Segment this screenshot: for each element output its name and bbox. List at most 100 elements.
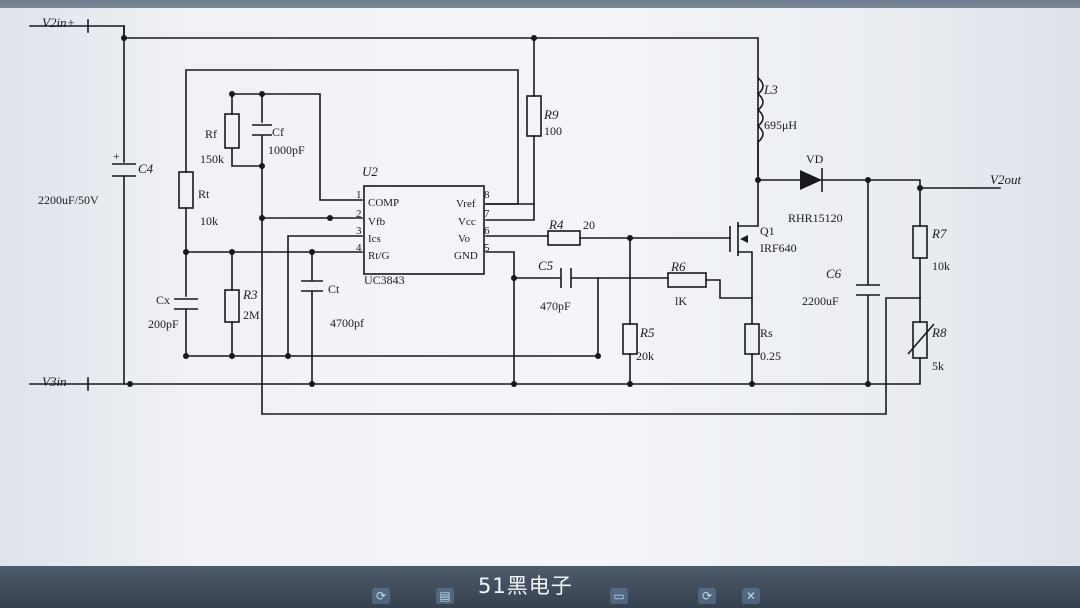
wire [231,147,263,167]
port-vin-pos-label: V2in+ [42,15,75,30]
ic-pin-num-3: 3 [356,225,362,237]
ct-value: 4700pf [330,316,364,330]
l3-inductor [756,77,764,143]
ic-pin-rtg: Rt/G [368,250,389,262]
rf-value: 150k [200,152,224,166]
r3-resistor [224,289,240,323]
vd-diode [800,170,822,190]
junction-dot [229,249,235,255]
r5-value: 20k [636,349,654,363]
r9-value: 100 [544,124,562,138]
wire [737,77,759,227]
wire [485,203,535,221]
taskbar: ⟳ ▤ ▭ ⟳ ✕ [0,566,1080,608]
refresh-icon[interactable]: ⟳ [698,588,716,604]
ic-pin-num-2: 2 [356,208,362,220]
rt-ref: Rt [198,187,210,201]
ic-pin-num-4: 4 [356,242,362,254]
junction-dot [183,249,189,255]
wire [485,135,535,205]
r5-resistor [622,323,638,355]
uc3843-chip [363,185,485,275]
rs-resistor [744,323,760,355]
junction-dot [127,381,133,387]
junction-dot [627,381,633,387]
rt-resistor [178,171,194,209]
cx-ref: Cx [156,293,170,307]
c6-capacitor [856,284,880,296]
ic-pin-num-5: 5 [484,242,490,254]
schematic-screen: + V2in+ V3in V2out U2 UC3843 COMP Vfb Ic… [0,8,1080,568]
junction-dot [865,177,871,183]
ic-pin-vo: Vo [458,233,471,245]
junction-dot [121,35,127,41]
rf-ref: Rf [205,127,217,141]
refresh-icon[interactable]: ⟳ [372,588,390,604]
r8-ref: R8 [931,325,947,340]
ic-pin-vfb: Vfb [368,216,386,228]
l3-value: 695μH [764,118,797,132]
ic-pin-num-1: 1 [356,189,362,201]
junction-dot [917,185,923,191]
rs-value: 0.25 [760,349,781,363]
junction-dot [309,381,315,387]
ic-pin-comp: COMP [368,197,399,209]
r7-resistor [912,225,928,259]
wire-layer [29,19,1001,415]
c6-value: 2200uF [802,294,839,308]
rf-resistor [224,113,240,149]
ic-pin-vref: Vref [456,198,476,210]
ic-part-label: UC3843 [364,273,405,287]
q1-arrow [740,235,748,243]
ic-pin-num-6: 6 [484,225,490,237]
wire [231,93,263,123]
q1-value: IRF640 [760,241,797,255]
q1-ref: Q1 [760,224,775,238]
wire [885,297,921,385]
junction-dot [595,353,601,359]
component-layer: + [112,77,935,359]
c5-value: 470pF [540,299,571,313]
folder-icon[interactable]: ▤ [436,588,454,604]
wire [261,93,363,201]
port-vin-neg-label: V3in [42,374,67,389]
r7-value: 10k [932,259,950,273]
r6-value: lK [675,294,687,308]
r8-resistor [912,321,928,359]
junction-dot [755,177,761,183]
junction-dot [865,381,871,387]
junction-dot [229,91,235,97]
c4-ref: C4 [138,161,154,176]
vd-ref: VD [806,152,824,166]
wire [261,217,887,415]
r4-resistor [547,230,581,246]
ic-ref-label: U2 [362,164,378,179]
junction-dot [327,215,333,221]
window-icon[interactable]: ▭ [610,588,628,604]
junction-dot [259,215,265,221]
junction-dot [259,163,265,169]
junction-layer [121,35,923,387]
c4-value: 2200uF/50V [38,193,99,207]
r9-resistor [526,95,542,137]
r3-value: 2M [243,308,260,322]
c4-capacitor [112,163,136,177]
wire [737,251,753,325]
c5-ref: C5 [538,258,554,273]
watermark-text: 51黑电子 [478,574,573,598]
wire [29,357,921,385]
wire [185,69,519,205]
junction-dot [259,91,265,97]
c5-capacitor [560,268,572,288]
wire [705,279,753,299]
r6-ref: R6 [670,259,686,274]
close-icon[interactable]: ✕ [742,588,760,604]
ic-pin-num-7: 7 [484,208,490,220]
junction-dot [285,353,291,359]
cf-capacitor [252,124,272,136]
wire [485,251,515,385]
l3-ref: L3 [763,82,778,97]
r4-value: 20 [583,218,595,232]
junction-dot [309,249,315,255]
c4-polarity: + [113,149,120,163]
